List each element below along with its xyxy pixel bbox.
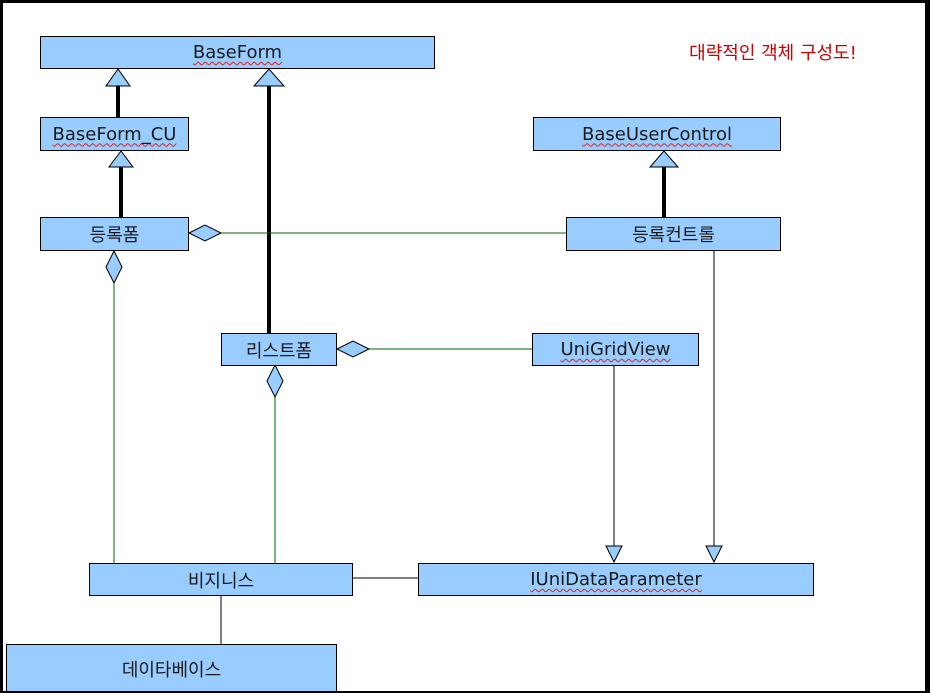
node-database: 데이타베이스 [6, 644, 337, 691]
node-label: UniGridView [560, 339, 671, 360]
node-label: 비지니스 [187, 570, 255, 592]
node-regcontrol: 등록컨트롤 [566, 217, 781, 251]
node-label: IUniDataParameter [530, 569, 702, 590]
inheritance-arrowhead [105, 68, 131, 87]
node-regform: 등록폼 [40, 217, 189, 251]
node-iunidataparameter: IUniDataParameter [418, 563, 814, 596]
aggregation-diamond [266, 363, 284, 399]
node-label: 등록컨트롤 [632, 225, 715, 246]
dependency-arrowhead [605, 545, 623, 564]
node-label: 데이타베이스 [121, 660, 222, 681]
node-label: BaseUserControl [582, 123, 732, 145]
aggregation-diamond [105, 249, 123, 285]
inheritance-arrowhead [648, 150, 680, 168]
node-baseform-cu: BaseForm_CU [40, 117, 189, 151]
inheritance-arrowhead [108, 150, 134, 168]
node-listform: 리스트폼 [221, 333, 337, 366]
node-label: BaseForm [192, 42, 283, 63]
inheritance-arrowhead [252, 68, 286, 87]
aggregation-diamond [187, 224, 223, 242]
node-label: 리스트폼 [245, 340, 313, 362]
node-baseusercontrol: BaseUserControl [533, 117, 781, 151]
aggregation-diamond [335, 340, 371, 358]
dependency-arrowhead [705, 545, 723, 564]
node-baseform: BaseForm [40, 36, 435, 69]
diagram-edges [105, 68, 723, 644]
diagram-title-note: 대략적인 객체 구성도! [689, 43, 857, 64]
node-business: 비지니스 [89, 563, 353, 596]
node-label: 등록폼 [89, 225, 140, 246]
node-label: BaseForm_CU [52, 123, 177, 145]
node-unigridview: UniGridView [532, 333, 699, 366]
